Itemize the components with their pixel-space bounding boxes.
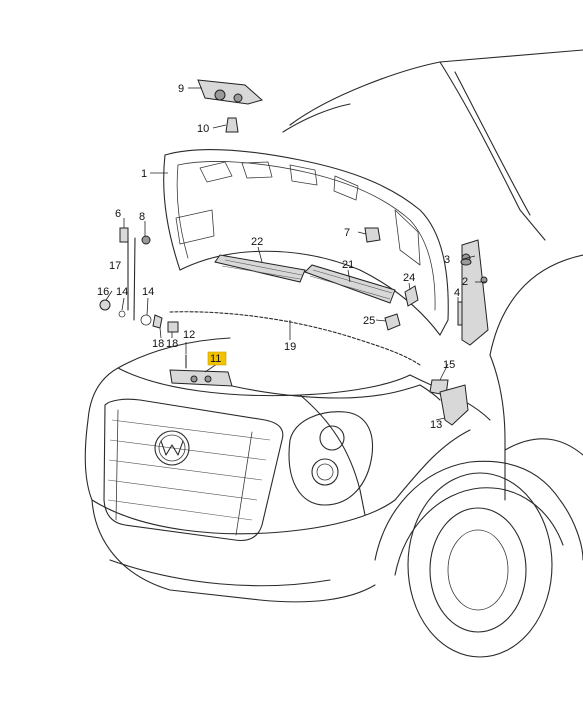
bonnet-lock bbox=[169, 354, 421, 399]
bonnet-strut bbox=[99, 227, 179, 333]
callout-24: 24 bbox=[403, 272, 415, 284]
bonnet bbox=[163, 149, 449, 336]
callout-18: 18 bbox=[166, 338, 178, 350]
callout-16: 16 bbox=[97, 286, 109, 298]
callout-labels: 9 10 1 6 8 7 22 21 3 2 24 4 17 16 14 14 … bbox=[97, 83, 468, 431]
callout-10: 10 bbox=[197, 123, 209, 135]
callout-9: 9 bbox=[178, 83, 184, 95]
callout-12: 12 bbox=[183, 329, 195, 341]
callout-8: 8 bbox=[139, 211, 145, 223]
air-intake-vents bbox=[214, 254, 396, 304]
callout-3: 3 bbox=[444, 254, 450, 266]
headlight bbox=[288, 411, 374, 506]
bonnet-seal bbox=[169, 311, 421, 366]
callout-17: 17 bbox=[109, 260, 121, 272]
small-fasteners bbox=[364, 227, 472, 331]
buffer-7-icon bbox=[364, 227, 381, 243]
callout-15: 15 bbox=[443, 359, 455, 371]
callout-1: 1 bbox=[141, 168, 147, 180]
hinge-right bbox=[461, 239, 489, 346]
release-lever bbox=[419, 379, 469, 426]
callout-19: 18 bbox=[152, 338, 164, 350]
callout-7: 7 bbox=[344, 227, 350, 239]
callout-14-left: 14 bbox=[116, 286, 128, 298]
radiator-grille bbox=[103, 398, 284, 542]
callout-4: 4 bbox=[454, 287, 460, 299]
callout-2: 2 bbox=[462, 276, 468, 288]
callout-14-right: 14 bbox=[142, 286, 154, 298]
vw-logo-icon bbox=[154, 430, 190, 466]
hinge-upper bbox=[197, 79, 264, 133]
callout-21: 21 bbox=[342, 259, 354, 271]
callout-22: 22 bbox=[251, 236, 263, 248]
callout-6: 6 bbox=[115, 208, 121, 220]
callout-25: 25 bbox=[363, 315, 375, 327]
vehicle-body bbox=[84, 49, 583, 658]
callout-11-highlight bbox=[207, 351, 227, 366]
callout-13: 13 bbox=[430, 419, 442, 431]
callout-20: 19 bbox=[284, 341, 296, 353]
callout-11: 11 bbox=[210, 353, 221, 365]
leader-lines bbox=[105, 87, 486, 421]
